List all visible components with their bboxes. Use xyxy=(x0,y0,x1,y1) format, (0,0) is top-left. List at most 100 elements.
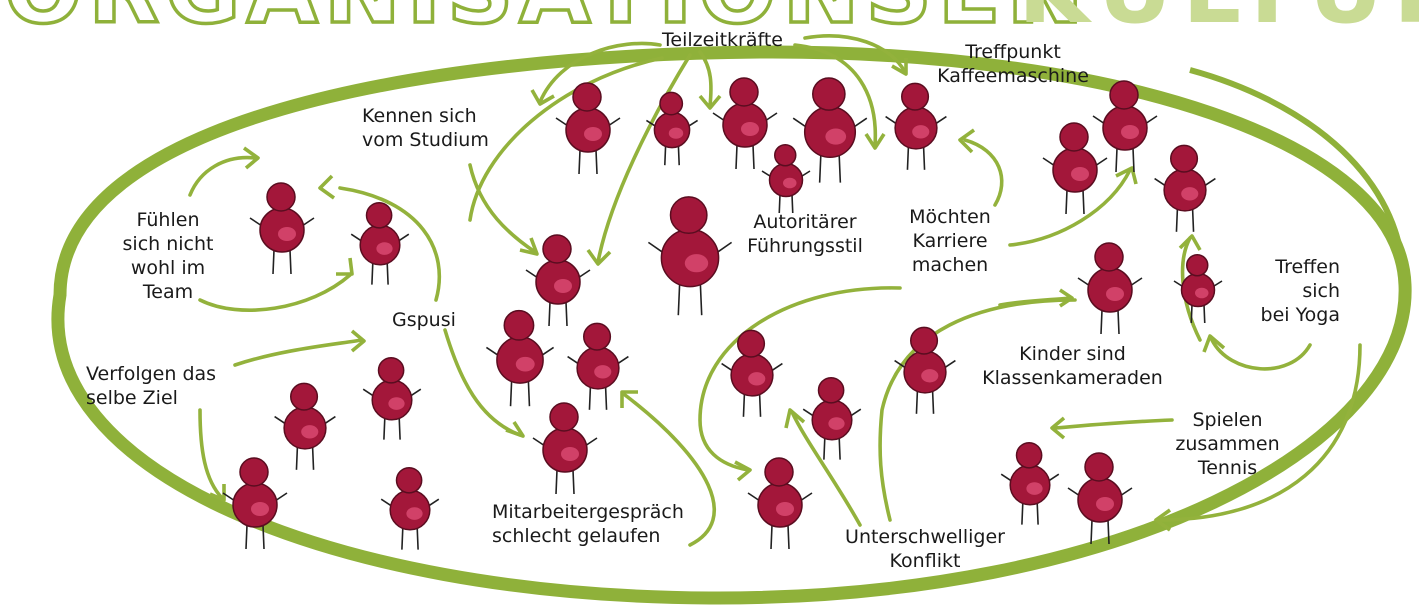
label-kennen-line1: Kennen sich xyxy=(362,104,489,128)
label-autoritaer-line2: Führungsstil xyxy=(735,234,875,258)
person-figure xyxy=(381,468,439,550)
person-figure xyxy=(886,83,947,169)
person-head xyxy=(730,78,758,106)
person-figure xyxy=(762,145,810,213)
person-highlight xyxy=(776,502,794,516)
person-head xyxy=(738,330,765,357)
person-highlight xyxy=(1026,482,1042,495)
label-kinder: Kinder sind Klassenkameraden xyxy=(965,342,1180,390)
person-head xyxy=(660,92,682,114)
label-autoritaer: Autoritärer Führungsstil xyxy=(735,210,875,258)
label-treffpunkt-line1: Treffpunkt xyxy=(918,40,1108,64)
label-mitarbeiter-line1: Mitarbeitergespräch xyxy=(492,500,684,524)
person-highlight xyxy=(388,397,404,410)
person-figure xyxy=(646,92,697,165)
person-highlight xyxy=(828,417,844,430)
person-figure xyxy=(1068,453,1132,544)
person-figure xyxy=(648,197,731,315)
person-highlight xyxy=(1195,288,1209,299)
label-moechten: Möchten Karriere machen xyxy=(900,205,1000,277)
label-fuehlen-line3: wohl im xyxy=(108,256,228,280)
label-treffpunkt: Treffpunkt Kaffeemaschine xyxy=(918,40,1108,88)
person-highlight xyxy=(584,127,602,141)
person-head xyxy=(1171,145,1198,172)
label-unterschwellig: Unterschwelliger Konflikt xyxy=(835,525,1015,573)
person-figure xyxy=(275,383,336,469)
person-head xyxy=(1085,453,1113,481)
person-figure xyxy=(1155,145,1216,231)
headline-bold: KULTUR xyxy=(1018,0,1424,44)
person-figure xyxy=(1001,443,1059,525)
label-fuehlen-line2: sich nicht xyxy=(108,232,228,256)
person-figure xyxy=(1078,243,1142,334)
label-treffen-line3: bei Yoga xyxy=(1240,303,1340,327)
label-moechten-line1: Möchten xyxy=(900,205,1000,229)
person-highlight xyxy=(783,178,797,189)
person-highlight xyxy=(1071,167,1089,181)
label-moechten-line3: machen xyxy=(900,253,1000,277)
person-head xyxy=(267,183,295,211)
person-highlight xyxy=(669,128,683,139)
person-highlight xyxy=(912,125,929,138)
person-highlight xyxy=(561,447,579,461)
person-highlight xyxy=(278,227,296,241)
label-spielen-line3: Tennis xyxy=(1170,456,1285,480)
label-moechten-line2: Karriere xyxy=(900,229,1000,253)
label-fuehlen-line1: Fühlen xyxy=(108,208,228,232)
person-figure xyxy=(713,78,777,169)
person-head xyxy=(775,145,796,166)
label-unterschwellig-line2: Konflikt xyxy=(835,549,1015,573)
person-highlight xyxy=(406,507,422,520)
label-kinder-line1: Kinder sind xyxy=(965,342,1180,366)
label-verfolgen: Verfolgen das selbe Ziel xyxy=(86,362,216,410)
label-treffen: Treffen sich bei Yoga xyxy=(1240,255,1340,327)
label-mitarbeiter-line2: schlecht gelaufen xyxy=(492,524,684,548)
person-head xyxy=(584,323,611,350)
person-highlight xyxy=(1121,125,1139,139)
label-kennen: Kennen sich vom Studium xyxy=(362,104,489,152)
person-figure xyxy=(351,203,409,285)
person-head xyxy=(1187,255,1208,276)
label-spielen-line2: zusammen xyxy=(1170,432,1285,456)
label-kinder-line2: Klassenkameraden xyxy=(965,366,1180,390)
person-highlight xyxy=(825,129,846,145)
person-highlight xyxy=(594,365,611,378)
label-gspusi: Gspusi xyxy=(392,308,456,332)
person-head xyxy=(765,458,793,486)
label-kennen-line2: vom Studium xyxy=(362,128,489,152)
person-highlight xyxy=(251,502,269,516)
person-head xyxy=(671,197,707,233)
person-head xyxy=(550,403,578,431)
label-verfolgen-line2: selbe Ziel xyxy=(86,386,216,410)
person-highlight xyxy=(1181,187,1198,200)
person-head xyxy=(504,311,533,340)
label-treffen-line2: sich xyxy=(1240,279,1340,303)
person-figure xyxy=(363,358,421,440)
person-highlight xyxy=(376,242,392,255)
person-figure xyxy=(1043,123,1107,214)
person-head xyxy=(1110,81,1138,109)
person-highlight xyxy=(748,372,765,385)
person-figure xyxy=(250,183,314,274)
label-unterschwellig-line1: Unterschwelliger xyxy=(835,525,1015,549)
person-highlight xyxy=(741,122,759,136)
person-highlight xyxy=(301,425,318,438)
label-autoritaer-line1: Autoritärer xyxy=(735,210,875,234)
label-fuehlen-line4: Team xyxy=(108,280,228,304)
ellipse-stroke-overlap xyxy=(1190,70,1403,270)
person-figure xyxy=(486,311,553,407)
person-head xyxy=(573,83,601,111)
person-figure xyxy=(748,458,812,549)
label-teilzeitkraefte: Teilzeitkräfte xyxy=(662,28,783,52)
person-highlight xyxy=(516,357,535,372)
person-head xyxy=(813,78,845,110)
person-head xyxy=(1017,443,1042,468)
person-head xyxy=(397,468,422,493)
label-verfolgen-line1: Verfolgen das xyxy=(86,362,216,386)
person-head xyxy=(911,327,938,354)
person-head xyxy=(240,458,268,486)
label-spielen-line1: Spielen xyxy=(1170,408,1285,432)
person-highlight xyxy=(554,279,572,293)
person-figure xyxy=(533,403,597,494)
